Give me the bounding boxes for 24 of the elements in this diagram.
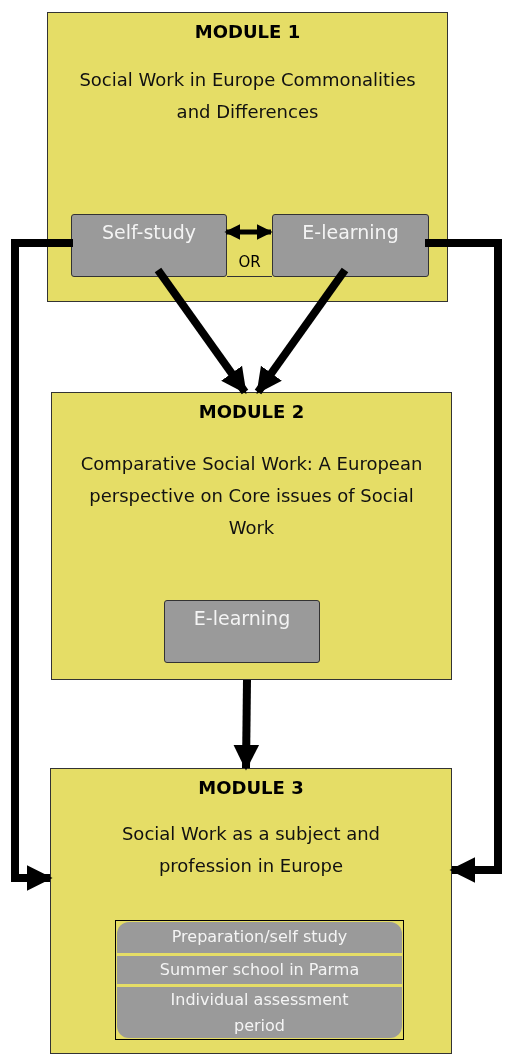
module-box: [47, 12, 448, 302]
module-box: [50, 768, 452, 1054]
activity-label: E-learning: [302, 221, 399, 245]
activity-band: Preparation/self study: [117, 922, 402, 953]
module-heading: MODULE 1: [194, 21, 301, 42]
activity-box: [164, 600, 320, 663]
arrow: [11, 239, 73, 891]
module-heading: MODULE 2: [198, 401, 305, 422]
arrow: [425, 239, 502, 883]
activity-box: [71, 214, 227, 277]
activity-band: Individual assessment period: [117, 987, 402, 1038]
arrow: [233, 679, 260, 771]
activity-band: Summer school in Parma: [117, 955, 402, 984]
activity-label: E-learning: [193, 607, 291, 631]
arrow: [224, 224, 273, 240]
activity-box: [272, 214, 429, 277]
activity-label: Self-study: [101, 221, 197, 245]
module-heading: MODULE 3: [198, 777, 304, 798]
module-title: Social Work as a subject and profession in Europe: [120, 822, 382, 878]
activity-stack: [115, 920, 404, 1040]
module-title: Comparative Social Work: A European perspective on Core issues of Social Work: [79, 452, 424, 540]
or-label: OR: [238, 253, 261, 271]
module-title: Social Work in Europe Commonalities and Differences: [78, 68, 417, 124]
module-box: [51, 392, 452, 680]
